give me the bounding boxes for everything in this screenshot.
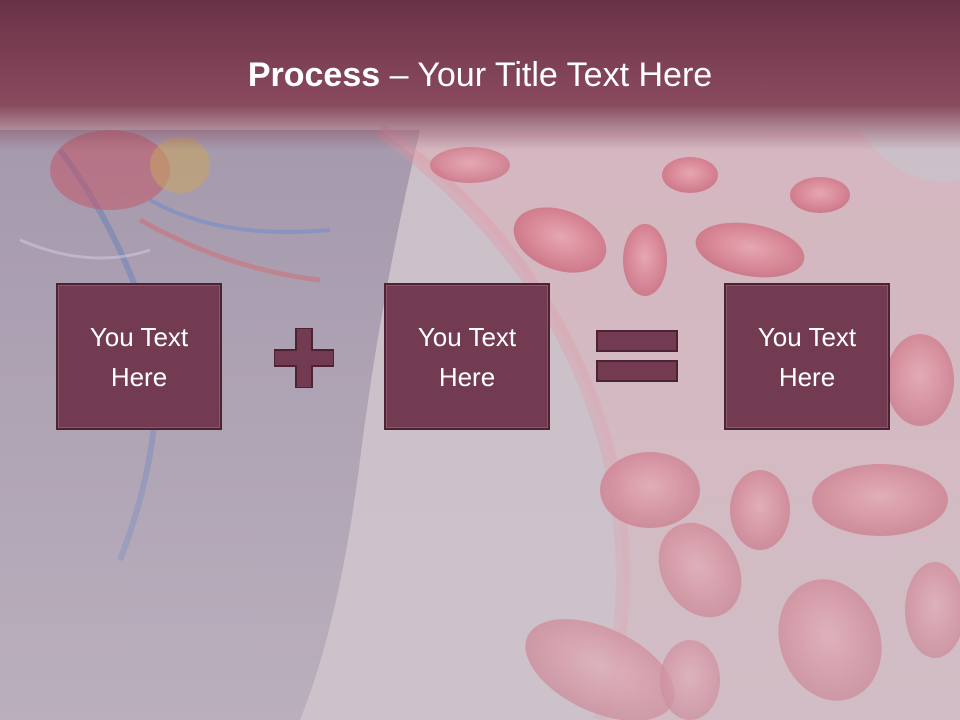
title-bar xyxy=(0,0,960,150)
process-box-text: You Text Here xyxy=(757,321,857,392)
process-box-text: You Text Here xyxy=(417,321,517,392)
slide-title: Process – Your Title Text Here xyxy=(0,50,960,100)
process-box-2[interactable]: You Text Here xyxy=(384,283,550,430)
plus-icon xyxy=(274,328,334,388)
process-box-text: You Text Here xyxy=(89,321,189,392)
process-box-3[interactable]: You Text Here xyxy=(724,283,890,430)
process-box-1[interactable]: You Text Here xyxy=(56,283,222,430)
equals-icon xyxy=(596,330,678,382)
title-bold: Process xyxy=(247,56,381,94)
title-rest: – Your Title Text Here xyxy=(380,56,713,94)
